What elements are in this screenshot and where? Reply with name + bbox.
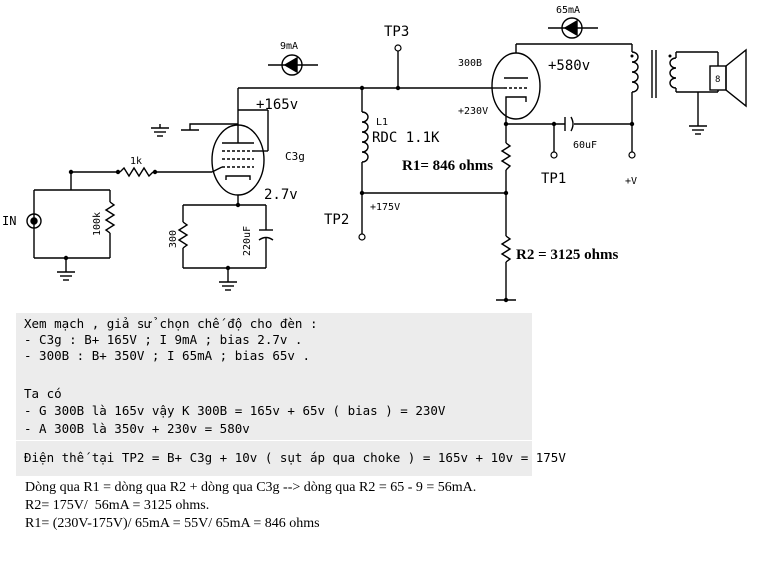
- label-r2: R2 = 3125 ohms: [516, 247, 618, 263]
- tube-300b: [491, 52, 541, 120]
- label-65ma: 65mA: [556, 5, 580, 16]
- label-r1: R1= 846 ohms: [402, 158, 493, 174]
- choke-l1: [361, 111, 369, 163]
- label-tp3: TP3: [384, 24, 409, 40]
- label-580v: +580v: [548, 58, 590, 74]
- label-l1-rdc: RDC 1.1K: [372, 130, 440, 146]
- note-line: Ta có: [24, 386, 62, 401]
- label-60uf: 60uF: [573, 140, 597, 151]
- circuit-schematic: TP3 TP2 TP1 IN 300B C3g 9mA 65mA +580v +…: [2, 5, 747, 303]
- note-line: - C3g : B+ 165V ; I 9mA ; bias 2.7v .: [24, 332, 303, 347]
- note-line: - A 300B là 350v + 230v = 580v: [24, 421, 250, 436]
- label-1k: 1k: [130, 156, 142, 167]
- label-165v: +165v: [256, 97, 298, 113]
- notes-panel: Xem mạch , giả sử chọn chế độ cho đèn : …: [16, 313, 566, 476]
- testpoint-tp3: [394, 44, 402, 52]
- label-220uf: 220uF: [242, 226, 253, 256]
- label-300: 300: [168, 230, 179, 248]
- resistor-r1: [500, 142, 512, 171]
- note-line: - 300B : B+ 350V ; I 65mA ; bias 65v .: [24, 348, 310, 363]
- note-line: - G 300B là 165v vậy K 300B = 165v + 65v…: [24, 403, 446, 418]
- label-c3g: C3g: [285, 150, 305, 163]
- testpoint-tp2: [358, 233, 366, 241]
- label-9ma: 9mA: [280, 41, 298, 52]
- label-175v: +175V: [370, 202, 400, 213]
- label-bias: 2.7v: [264, 187, 298, 203]
- resistor-r2: [500, 235, 512, 263]
- label-300b: 300B: [458, 58, 482, 69]
- output-transformer: [631, 51, 639, 93]
- label-in: IN: [2, 214, 16, 228]
- resistor-1k: [119, 166, 154, 178]
- notes-separator: [16, 440, 532, 441]
- label-plus-v: +V: [625, 176, 637, 187]
- resistor-100k: [104, 201, 116, 234]
- calc-line: R2= 175V/ 56mA = 3125 ohms.: [25, 498, 210, 513]
- testpoint-tp1: [550, 151, 558, 159]
- testpoint-plus-v: [628, 151, 636, 159]
- label-tp1: TP1: [541, 171, 566, 187]
- label-100k: 100k: [92, 212, 103, 236]
- label-tp2: TP2: [324, 212, 349, 228]
- note-line: Xem mạch , giả sử chọn chế độ cho đèn :: [24, 316, 318, 331]
- calc-line: Dòng qua R1 = dòng qua R2 + dòng qua C3g…: [25, 480, 477, 495]
- label-230v: +230V: [458, 106, 488, 117]
- calc-line: R1= (230V-175V)/ 65mA = 55V/ 65mA = 846 …: [25, 516, 320, 531]
- resistor-300: [177, 221, 189, 249]
- label-speaker: 8: [715, 75, 720, 85]
- label-l1: L1: [376, 117, 388, 128]
- note-line: Điện thế tại TP2 = B+ C3g + 10v ( sụt áp…: [24, 450, 566, 465]
